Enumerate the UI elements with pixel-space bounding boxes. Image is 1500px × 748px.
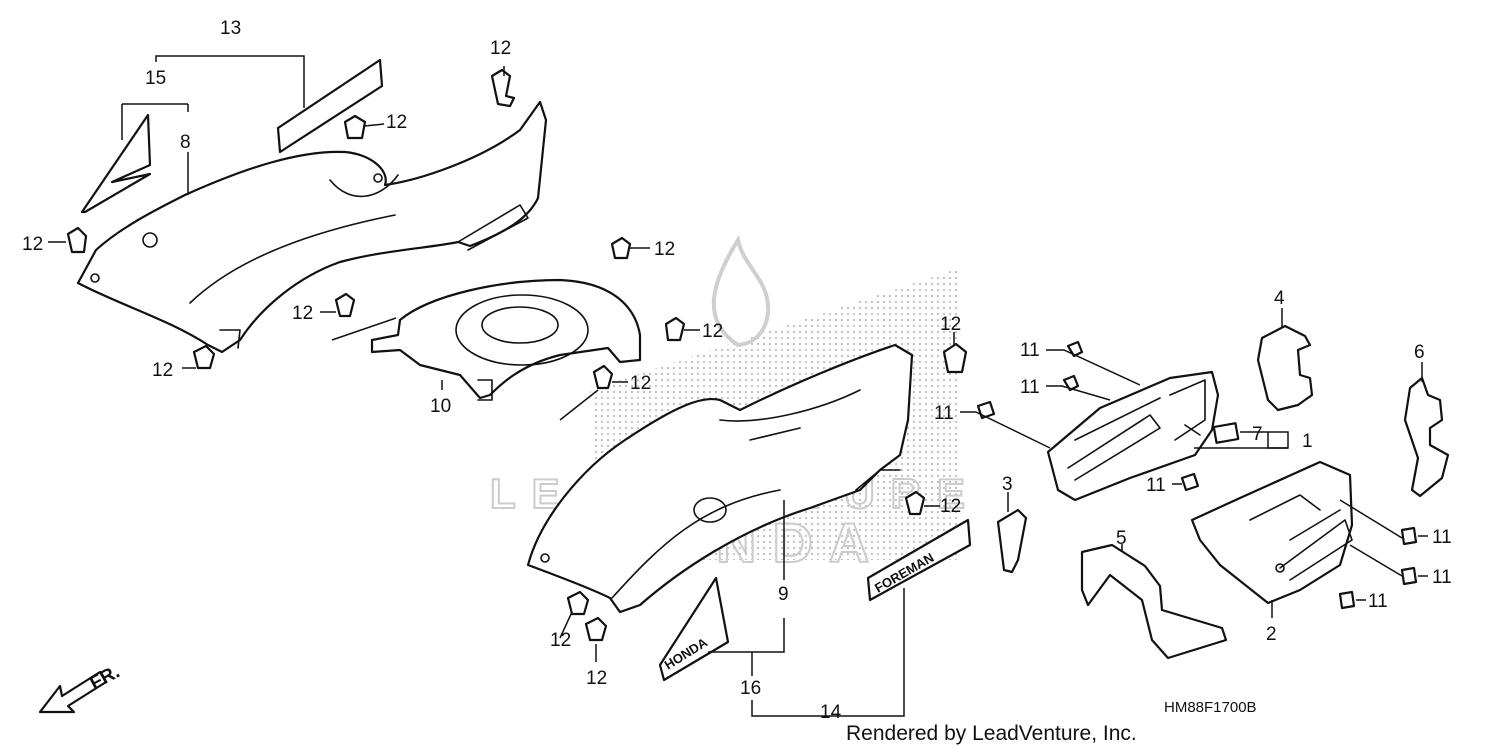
callout-12[interactable]: 12 [292,303,313,324]
front-direction-marker: FR. [38,662,123,714]
callout-11[interactable]: 11 [1020,340,1040,361]
clip-icon[interactable] [664,316,686,342]
callout-8[interactable]: 8 [180,132,191,153]
front-arrow-icon [38,670,108,714]
left-side-cover-part-8[interactable] [76,100,548,354]
callout-11[interactable]: 11 [1368,591,1388,612]
clip-icon[interactable] [66,226,88,254]
callout-labels: 13 15 8 12 12 12 12 12 12 12 12 12 12 12… [22,18,1452,723]
clip-icon[interactable] [904,490,926,516]
callout-14[interactable]: 14 [820,702,842,723]
bolt-icon[interactable] [1066,340,1084,358]
callout-11[interactable]: 11 [1020,377,1040,398]
callout-11[interactable]: 11 [1146,475,1166,496]
callout-12[interactable]: 12 [630,373,651,394]
drawing-code: HM88F1700B [1164,699,1257,716]
clip-icon[interactable] [490,68,516,108]
callout-2[interactable]: 2 [1266,624,1277,645]
callout-11[interactable]: 11 [934,403,954,424]
callout-7[interactable]: 7 [1252,424,1263,445]
clip-icon[interactable] [192,344,216,370]
bolt-icon[interactable] [1180,472,1200,492]
bracket-part-5[interactable] [1080,543,1228,660]
pad-part-7[interactable] [1212,422,1240,444]
clip-icon[interactable] [334,292,356,318]
callout-10[interactable]: 10 [430,396,451,417]
callout-12[interactable]: 12 [654,239,675,260]
callout-12[interactable]: 12 [586,668,607,689]
callout-9[interactable]: 9 [778,584,789,605]
callout-13[interactable]: 13 [220,18,241,39]
bracket-part-6[interactable] [1403,376,1450,498]
clip-icon[interactable] [610,236,632,260]
bolt-fasteners [976,340,1418,610]
callout-6[interactable]: 6 [1414,342,1425,363]
front-fender-cover-part-9[interactable] [526,343,914,614]
bolt-icon[interactable] [1400,526,1418,546]
callout-16[interactable]: 16 [740,678,761,699]
logo-decal-part-16[interactable]: HONDA [658,576,730,682]
callout-12[interactable]: 12 [550,630,571,651]
callout-12[interactable]: 12 [702,321,723,342]
callout-12[interactable]: 12 [386,112,407,133]
callout-12[interactable]: 12 [490,38,511,59]
bolt-icon[interactable] [1338,590,1356,610]
leader-lines [48,55,1428,717]
credit-text: Rendered by LeadVenture, Inc. [846,722,1137,745]
callout-5[interactable]: 5 [1116,528,1127,549]
callout-12[interactable]: 12 [22,234,43,255]
clip-fasteners [66,68,968,642]
callout-15[interactable]: 15 [145,68,166,89]
clip-icon[interactable] [592,364,614,390]
callout-1[interactable]: 1 [1302,431,1313,452]
callout-12[interactable]: 12 [940,496,961,517]
watermark-flame-icon [711,234,771,348]
clip-icon[interactable] [343,114,367,140]
callout-12[interactable]: 12 [152,360,173,381]
heat-guard-part-1[interactable] [1046,370,1220,502]
clip-icon[interactable] [584,616,608,642]
heat-guard-part-2[interactable] [1190,460,1354,605]
center-panel-part-10[interactable] [370,278,642,401]
bolt-icon[interactable] [976,400,996,420]
clip-icon[interactable] [566,590,590,616]
callout-12[interactable]: 12 [940,314,961,335]
callout-11[interactable]: 11 [1432,527,1452,548]
callout-11[interactable]: 11 [1432,567,1452,588]
callout-3[interactable]: 3 [1002,474,1013,495]
bolt-icon[interactable] [1062,374,1080,392]
callout-4[interactable]: 4 [1274,288,1285,309]
bracket-part-4[interactable] [1256,324,1314,412]
bolt-icon[interactable] [1400,566,1418,586]
bracket-part-3[interactable] [996,508,1028,574]
decal-part-15[interactable] [80,113,152,214]
stripe-decal-part-13[interactable] [276,58,384,154]
